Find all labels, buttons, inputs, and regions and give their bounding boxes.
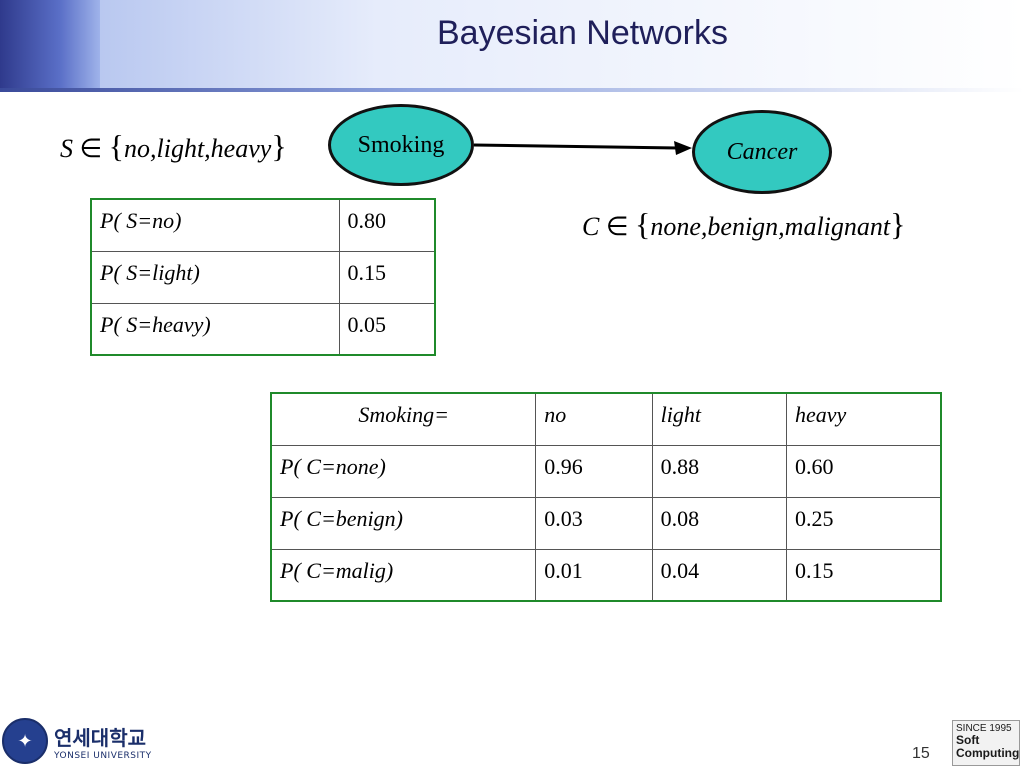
prior-row: P( S=no)0.80 (90, 198, 436, 252)
cancer-domain: C ∈ {none,benign,malignant} (582, 206, 905, 243)
left-brace: { (635, 206, 651, 242)
university-name-kr: 연세대학교 (54, 725, 146, 750)
smoking-node-label: Smoking (357, 131, 445, 158)
left-brace: { (108, 128, 125, 164)
cpt-value-cell: 0.04 (651, 548, 788, 602)
smoking-domain: S ∈ {no,light,heavy} (60, 128, 287, 165)
prior-value-cell: 0.80 (338, 198, 436, 252)
cpt-value-cell: 0.88 (651, 444, 788, 498)
slide-header: Bayesian Networks (0, 0, 1024, 92)
prior-label-cell: P( S=heavy) (90, 302, 340, 356)
cpt-value-cell: 0.25 (786, 496, 942, 550)
cpt-header-cell: heavy (786, 392, 942, 446)
cpt-value-cell: 0.03 (535, 496, 653, 550)
lab-since: SINCE 1995 (956, 723, 1012, 734)
header-accent (0, 0, 100, 92)
prior-label-cell: P( S=light) (90, 250, 340, 304)
page-number: 15 (912, 745, 930, 762)
element-of-symbol: ∈ (605, 212, 629, 241)
cpt-label-cell: P( C=none) (270, 444, 537, 498)
cancer-node[interactable]: Cancer (692, 110, 832, 194)
edge-arrow (473, 141, 692, 155)
right-brace: } (890, 206, 906, 242)
cpt-header-cell: Smoking= (270, 392, 537, 446)
lab-soft: Soft (956, 733, 980, 747)
header-band (100, 0, 1024, 92)
university-name: 연세대학교 YONSEI UNIVERSITY (54, 722, 152, 761)
cpt-label-cell: P( C=benign) (270, 496, 537, 550)
cpt-value-cell: 0.08 (651, 496, 788, 550)
cpt-value-cell: 0.60 (786, 444, 942, 498)
cpt-header-cell: light (651, 392, 788, 446)
lab-computing: Computing (956, 746, 1020, 761)
arrow-head (674, 141, 692, 155)
header-rule (0, 88, 1024, 92)
slide-title: Bayesian Networks (436, 14, 728, 52)
cancer-var: C (582, 212, 600, 241)
yonsei-seal-icon: ✦ (2, 718, 48, 764)
edge-line (473, 143, 679, 150)
smoking-values: no,light,heavy (124, 134, 272, 163)
university-name-en: YONSEI UNIVERSITY (54, 750, 152, 761)
prior-value-cell: 0.05 (338, 302, 436, 356)
smoking-var: S (60, 134, 73, 163)
cpt-label-cell: P( C=malig) (270, 548, 537, 602)
cancer-values: none,benign,malignant (650, 212, 891, 241)
yonsei-logo: ✦ 연세대학교 YONSEI UNIVERSITY (2, 718, 152, 764)
right-brace: } (271, 128, 287, 164)
prior-row: P( S=light)0.15 (90, 250, 436, 304)
cpt-value-cell: 0.15 (786, 548, 942, 602)
cpt-value-cell: 0.01 (535, 548, 653, 602)
smoking-node[interactable]: Smoking (328, 104, 474, 186)
cpt-header-cell: no (535, 392, 653, 446)
prior-label-cell: P( S=no) (90, 198, 340, 252)
cpt-value-cell: 0.96 (535, 444, 653, 498)
prior-value-cell: 0.15 (338, 250, 436, 304)
prior-row: P( S=heavy)0.05 (90, 302, 436, 356)
element-of-symbol: ∈ (79, 134, 103, 163)
soft-computing-logo: SINCE 1995 Soft Computing (952, 720, 1020, 766)
cancer-node-label: Cancer (726, 138, 798, 165)
